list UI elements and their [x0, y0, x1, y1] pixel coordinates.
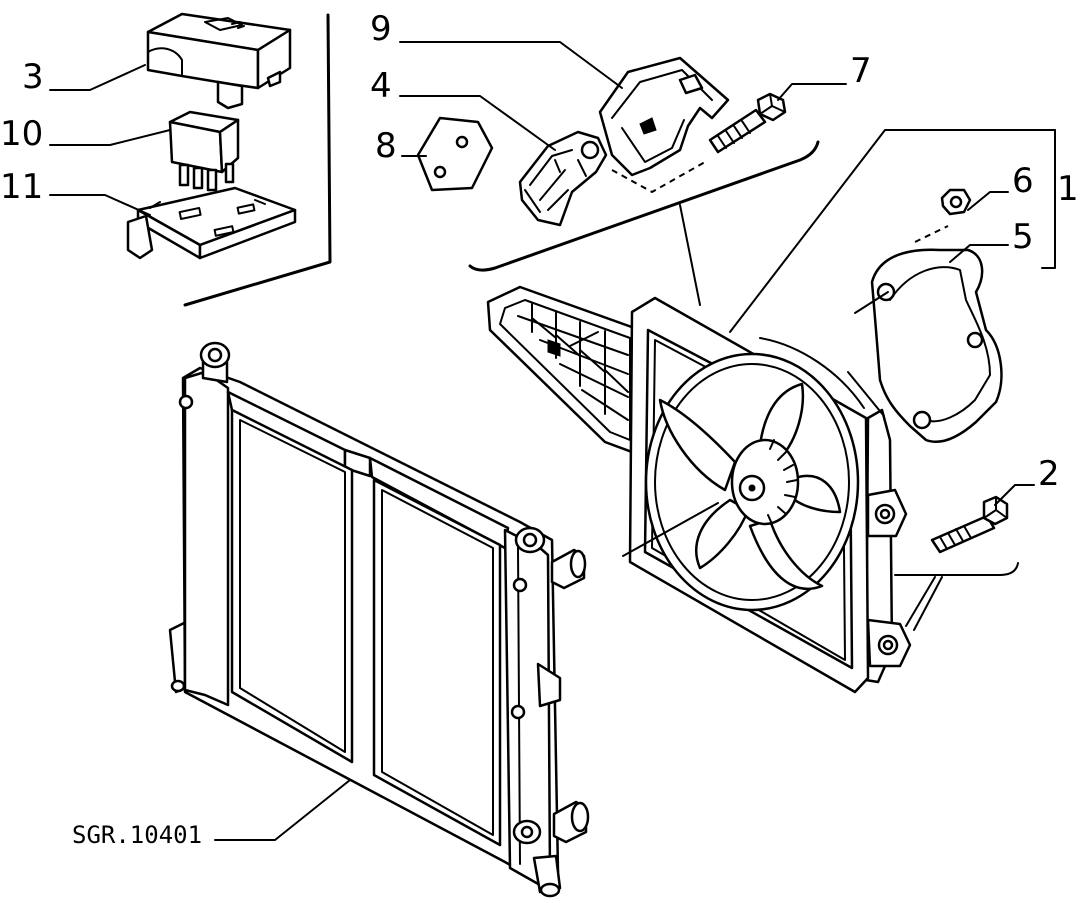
divider-sensor-area	[468, 140, 820, 272]
radiator-mount-stud-top-left	[199, 341, 231, 384]
group-bracket-1	[1041, 129, 1056, 269]
fan-hub	[730, 438, 800, 526]
callout-3: 3	[22, 57, 44, 97]
part-9-bracket	[598, 56, 730, 177]
callout-8: 8	[375, 126, 397, 166]
leader-line-10	[49, 129, 171, 146]
radiator-drain	[532, 854, 562, 898]
leader-line-4	[399, 95, 556, 151]
part-5-bracket-plate	[870, 248, 1003, 443]
leader-line-7	[777, 83, 847, 101]
diagram-reference-code: SGR.10401	[72, 821, 202, 849]
radiator-outlet-pipe	[552, 800, 590, 844]
leader-line-2	[994, 484, 1035, 506]
radiator-mount-stud-top-right	[514, 526, 546, 554]
leader-line-sensor-group	[679, 204, 701, 306]
part-11-relay-base	[126, 186, 297, 260]
callout-1: 1	[1057, 169, 1079, 209]
part-7-bolt	[708, 92, 787, 154]
callout-10: 10	[0, 114, 43, 154]
leader-line-bracket-shroud	[854, 291, 889, 314]
callout-7: 7	[850, 51, 872, 91]
leader-line-11	[49, 194, 151, 216]
part-6-nut	[940, 188, 972, 216]
callout-6: 6	[1012, 161, 1034, 201]
leader-line-shroud-mounts	[894, 562, 1019, 631]
leader-line-reference	[214, 779, 351, 841]
leader-line-5	[949, 244, 1009, 263]
radiator-mount-stud-bottom-right	[512, 819, 542, 845]
fan-shroud-mounting-ear-lower	[866, 618, 912, 668]
callout-5: 5	[1012, 217, 1034, 257]
callout-11: 11	[0, 167, 43, 207]
part-3-relay-cover	[146, 12, 292, 110]
part-10-relay	[168, 110, 240, 192]
callout-9: 9	[370, 9, 392, 49]
leader-line-fan	[622, 502, 719, 557]
radiator-inlet-pipe	[550, 548, 587, 590]
leader-line-6	[967, 191, 1009, 211]
fan-shroud-mounting-ear-upper	[866, 488, 908, 538]
assembly-dashed-line-sensor	[611, 161, 706, 194]
leader-line-9	[399, 41, 623, 89]
leader-line-1	[729, 129, 1056, 333]
leader-line-3	[49, 64, 146, 91]
fan-shroud-truss-arm	[486, 285, 642, 457]
callout-2: 2	[1038, 454, 1060, 494]
part-8-plate	[416, 116, 494, 192]
part-4-sensor	[518, 130, 608, 227]
part-2-bolt	[930, 495, 1009, 554]
radiator	[168, 366, 562, 887]
callout-4: 4	[370, 66, 392, 106]
divider-relay-area	[183, 13, 332, 307]
leader-line-truss	[569, 331, 599, 347]
assembly-dashed-line-nut	[914, 225, 949, 243]
